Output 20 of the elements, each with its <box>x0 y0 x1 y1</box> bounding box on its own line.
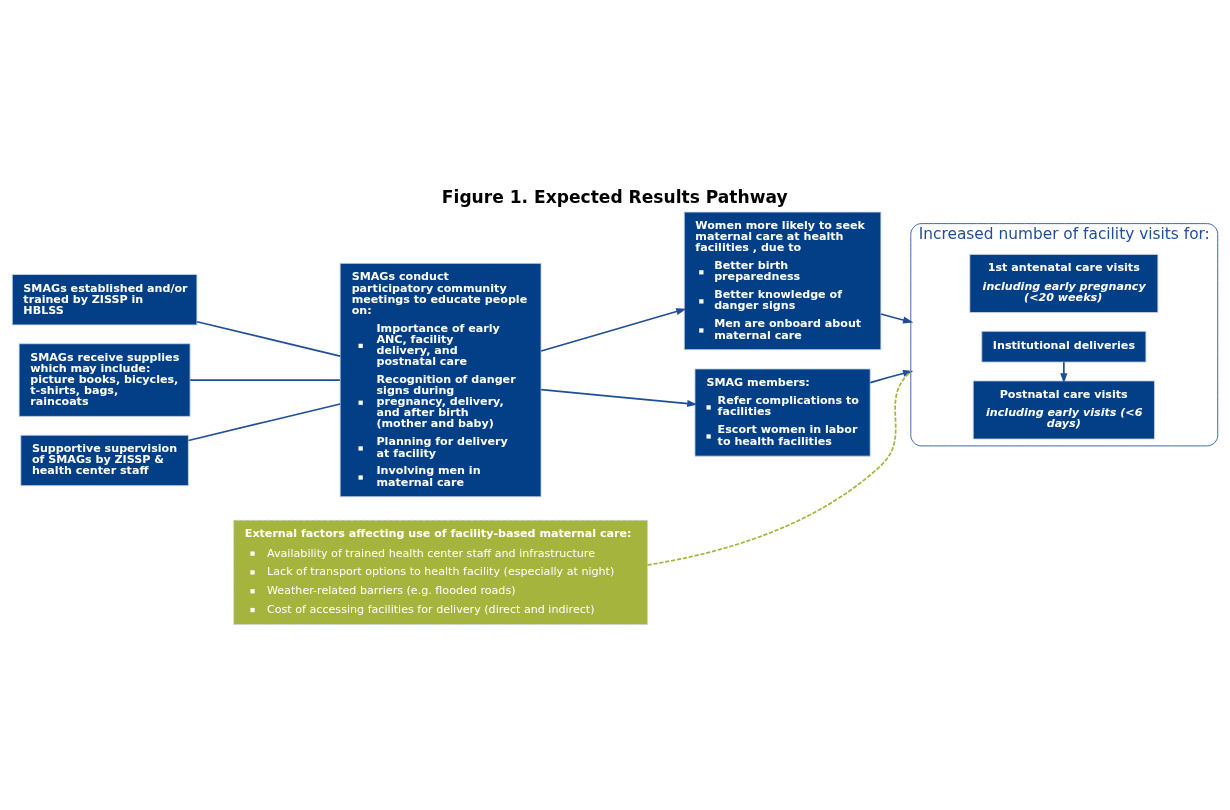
arrow <box>880 312 914 324</box>
node-box: Institutional deliveries <box>981 330 1147 363</box>
diagram-title: Figure 1. Expected Results Pathway <box>441 186 788 207</box>
connector <box>189 378 341 381</box>
node-box: SMAG members: Refer complications to facilities Escort women in labor to health facilities <box>694 368 871 457</box>
arrow <box>1060 360 1068 383</box>
arrow <box>540 388 698 407</box>
connector <box>187 402 341 441</box>
node-box: Women more likely to seek maternal care at health facilities , due to Better birth preparedness Better knowledge of danger signs Men are onboard about maternal care <box>683 211 882 350</box>
node-box: SMAGs receive supplies which may include: picture books, bicycles, t-shirts, bags, raincoats <box>18 342 191 417</box>
arrow <box>540 307 687 352</box>
node-box: Supportive supervision of SMAGs by ZISSP & health center staff <box>20 434 189 486</box>
connector <box>646 370 912 566</box>
node-box: Postnatal care visits including early visits (<6 days) <box>972 380 1155 439</box>
node-box: External factors affecting use of facility-based maternal care: Availability of trained health center staff and infrastructure Lack of transport options to health facility (especially at night) Weather-related barriers (e.g. flooded roads) Cost of accessing facilities for delivery (direct and indirect) <box>233 519 648 625</box>
node-box: SMAGs conduct participatory community meetings to educate people on: Importance of early ANC, facility delivery, and postnatal care Recognition of danger signs during pregnancy, delivery, and after birth (mother and baby) Planning for delivery at facility Involving men in maternal care <box>339 262 542 497</box>
connector <box>196 320 341 357</box>
node-box: SMAGs established and/or trained by ZISSP in HBLSS <box>11 273 198 325</box>
node-box: 1st antenatal care visits including early pregnancy (<20 weeks) <box>969 253 1159 313</box>
arrow <box>869 369 914 383</box>
